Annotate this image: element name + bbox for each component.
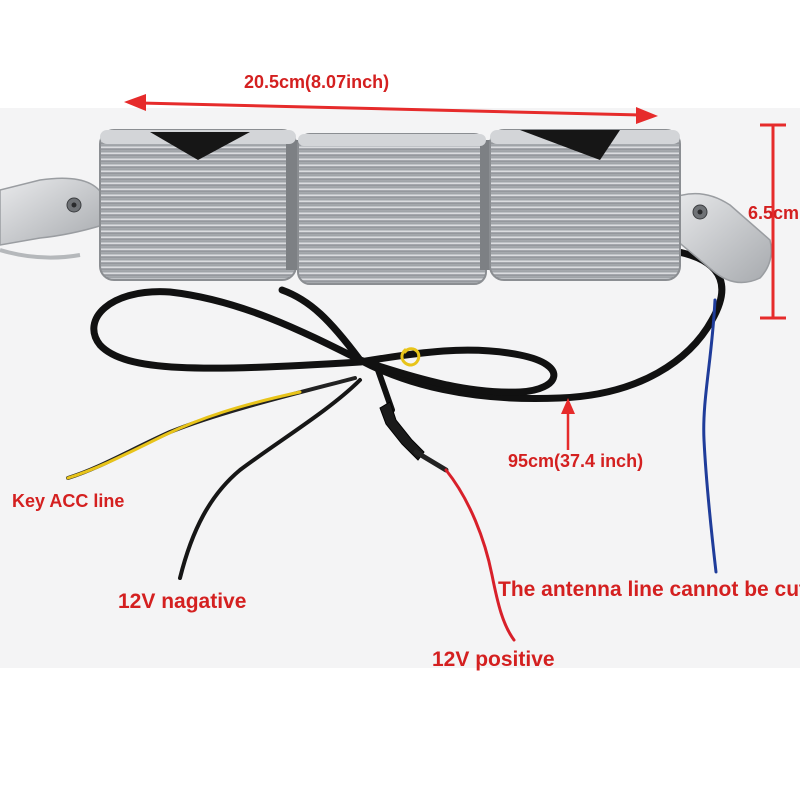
right-handlebar-clamp — [667, 192, 772, 284]
antenna-warning-label: The antenna line cannot be cut off — [498, 578, 800, 601]
key-acc-label: Key ACC line — [12, 491, 125, 511]
cable-length-label: 95cm(37.4 inch) — [508, 451, 644, 471]
left-handlebar-clamp — [0, 177, 106, 260]
cable-length-pointer — [561, 398, 575, 450]
yellow-acc-wire — [66, 347, 421, 480]
positive-wire-label: 12V positive — [432, 648, 555, 671]
left-top-marker — [150, 132, 250, 160]
width-dimension-label: 20.5cm(8.07inch) — [244, 72, 390, 92]
speaker-body — [99, 129, 681, 285]
height-dimension-label: 6.5cm — [748, 203, 800, 223]
negative-wire — [178, 378, 362, 580]
height-dimension-marker — [760, 123, 786, 320]
width-dimension-arrow — [124, 94, 658, 124]
negative-wire-label: 12V nagative — [118, 590, 247, 613]
right-top-marker — [520, 130, 620, 160]
antenna-wire — [702, 298, 718, 574]
positive-wire-fuse — [375, 367, 516, 642]
